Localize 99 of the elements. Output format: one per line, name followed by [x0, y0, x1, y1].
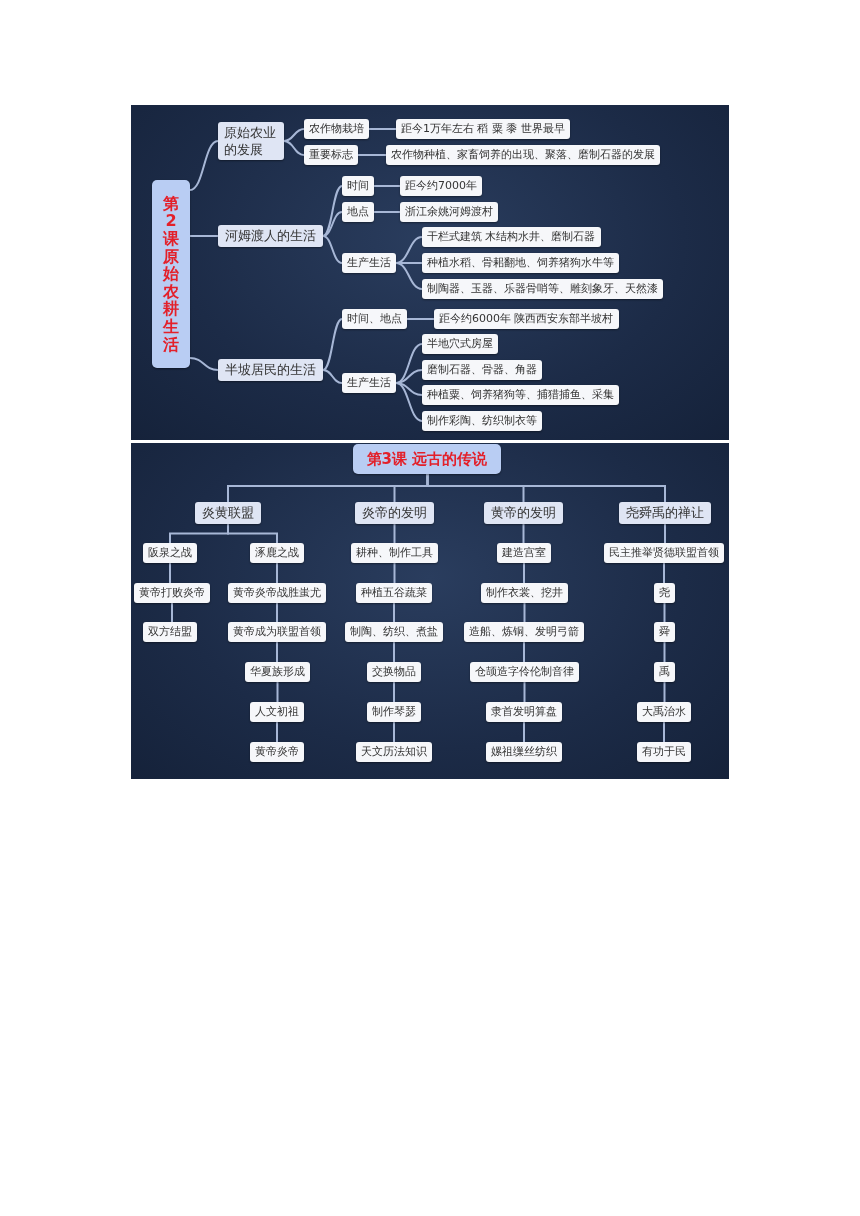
- topic-box: 华夏族形成: [244, 662, 310, 682]
- connector-line: [393, 721, 395, 743]
- topic-box: 制作琴瑟: [367, 702, 421, 722]
- topic-box: 建造宫室: [497, 543, 551, 563]
- connector-line: [169, 562, 171, 584]
- topic-box: 天文历法知识: [356, 742, 432, 762]
- connector-line: [393, 681, 395, 703]
- connector-line: [322, 185, 343, 237]
- topic-box: 生产生活: [342, 373, 396, 393]
- topic-box: 种植水稻、骨耜翻地、饲养猪狗水牛等: [422, 253, 619, 273]
- topic-box: 农作物种植、家畜饲养的出现、聚落、磨制石器的发展: [386, 145, 660, 165]
- topic-box: 黄帝炎帝: [250, 742, 304, 762]
- connector-line: [664, 523, 666, 544]
- connector-line: [322, 235, 343, 264]
- connector-line: [395, 343, 423, 384]
- branch-box: 炎帝的发明: [354, 502, 434, 524]
- connector-line: [523, 681, 526, 703]
- topic-box: 距今约7000年: [400, 176, 482, 196]
- connector-line: [357, 154, 387, 156]
- connector-line: [171, 602, 173, 623]
- connector-line: [276, 562, 278, 584]
- connector-line: [663, 602, 666, 623]
- connector-line: [395, 262, 423, 290]
- connector-line: [522, 523, 525, 544]
- connector-line: [189, 140, 219, 191]
- connector-line: [426, 473, 666, 503]
- topic-box: 半地穴式房屋: [422, 334, 498, 354]
- connector-line: [523, 641, 525, 663]
- connector-line: [373, 185, 401, 187]
- topic-box: 磨制石器、骨器、角器: [422, 360, 542, 380]
- topic-box: 仓颉造字伶伦制音律: [469, 662, 579, 682]
- topic-box: 尧: [653, 583, 675, 603]
- connector-line: [276, 721, 278, 743]
- title-box: 第3课 远古的传说: [352, 444, 502, 474]
- topic-box: 生产生活: [342, 253, 396, 273]
- topic-box: 人文初祖: [250, 702, 304, 722]
- connector-line: [393, 641, 395, 663]
- topic-box: 涿鹿之战: [250, 543, 304, 563]
- branch-box: 河姆渡人的生活: [218, 225, 323, 247]
- topic-box: 黄帝成为联盟首领: [228, 622, 326, 642]
- topic-box: 农作物栽培: [304, 119, 369, 139]
- connector-line: [276, 641, 278, 663]
- branch-box: 原始农业的发展: [218, 122, 284, 160]
- topic-box: 距今1万年左右 稻 粟 黍 世界最早: [396, 119, 570, 139]
- topic-box: 重要标志: [304, 145, 358, 165]
- topic-box: 民主推举贤德联盟首领: [604, 543, 724, 563]
- topic-box: 地点: [342, 202, 374, 222]
- topic-box: 距今约6000年 陕西西安东部半坡村: [434, 309, 619, 329]
- topic-box: 制作衣裳、挖井: [480, 583, 568, 603]
- topic-box: 黄帝炎帝战胜蚩尤: [228, 583, 326, 603]
- connector-line: [395, 382, 423, 422]
- connector-line: [663, 681, 666, 703]
- connector-line: [523, 721, 525, 743]
- branch-box: 半坡居民的生活: [218, 359, 323, 381]
- topic-box: 耕种、制作工具: [350, 543, 438, 563]
- topic-box: 制陶器、玉器、乐器骨哨等、雕刻象牙、天然漆: [422, 279, 663, 299]
- connector-line: [322, 318, 343, 371]
- connector-line: [322, 211, 343, 237]
- topic-box: 舜: [653, 622, 675, 642]
- connector-line: [393, 562, 396, 584]
- connector-line: [322, 369, 343, 384]
- topic-box: 种植粟、饲养猪狗等、捕猎捕鱼、采集: [422, 385, 619, 405]
- topic-box: 嫘祖缫丝纺织: [486, 742, 562, 762]
- connector-line: [523, 602, 526, 623]
- topic-box: 黄帝打败炎帝: [134, 583, 210, 603]
- title-box: 第2课原始农耕生活: [152, 180, 190, 368]
- topic-box: 双方结盟: [143, 622, 197, 642]
- connector-line: [393, 602, 395, 623]
- connector-line: [276, 681, 279, 703]
- connector-line: [189, 357, 219, 371]
- topic-box: 制作彩陶、纺织制衣等: [422, 411, 542, 431]
- connector-line: [189, 235, 219, 237]
- connector-line: [663, 562, 665, 584]
- connector-line: [406, 318, 435, 320]
- topic-box: 时间: [342, 176, 374, 196]
- topic-box: 禹: [653, 662, 675, 682]
- connector-line: [523, 562, 525, 584]
- topic-box: 隶首发明算盘: [486, 702, 562, 722]
- branch-box: 黄帝的发明: [483, 502, 563, 524]
- topic-box: 制陶、纺织、煮盐: [345, 622, 443, 642]
- topic-box: 阪泉之战: [143, 543, 197, 563]
- branch-box: 尧舜禹的禅让: [619, 502, 711, 524]
- connector-line: [276, 602, 278, 623]
- connector-line: [393, 523, 396, 544]
- connector-line: [227, 523, 278, 544]
- topic-box: 交换物品: [367, 662, 421, 682]
- connector-line: [373, 211, 401, 213]
- connector-line: [663, 721, 665, 743]
- topic-box: 种植五谷蔬菜: [356, 583, 432, 603]
- topic-box: 大禹治水: [637, 702, 691, 722]
- branch-box: 炎黄联盟: [195, 502, 261, 524]
- connector-line: [368, 128, 397, 130]
- topic-box: 干栏式建筑 木结构水井、磨制石器: [422, 227, 601, 247]
- topic-box: 造船、炼铜、发明弓箭: [464, 622, 584, 642]
- topic-box: 时间、地点: [342, 309, 407, 329]
- topic-box: 有功于民: [637, 742, 691, 762]
- connector-line: [283, 140, 305, 156]
- connector-line: [663, 641, 666, 663]
- topic-box: 浙江余姚河姆渡村: [400, 202, 498, 222]
